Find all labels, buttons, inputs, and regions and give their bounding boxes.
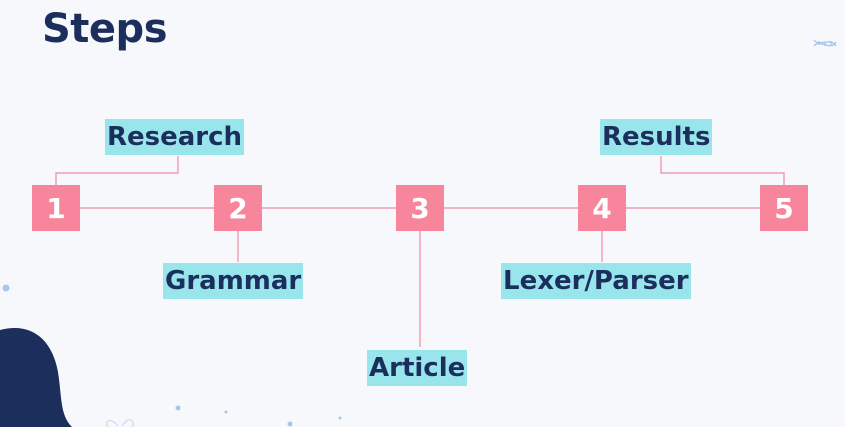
butterfly-icon: [106, 419, 134, 427]
corner-blob: [0, 327, 72, 427]
decor-dot: [287, 421, 293, 427]
step-box-2: 2: [214, 185, 262, 231]
connector-research: [55, 156, 179, 185]
step-box-3: 3: [396, 185, 444, 231]
connector-results: [660, 156, 785, 185]
step-label-research: Research: [105, 119, 245, 155]
step-label-article: Article: [367, 350, 468, 386]
dna-icon: [813, 39, 837, 47]
step-box-5: 5: [760, 185, 808, 231]
decor-dot: [224, 410, 228, 414]
decor-dot: [338, 416, 342, 420]
step-label-grammar: Grammar: [163, 263, 304, 299]
step-box-1: 1: [32, 185, 80, 231]
decor-dot: [2, 284, 10, 292]
step-box-4: 4: [578, 185, 626, 231]
step-label-lexer-parser: Lexer/Parser: [501, 263, 691, 299]
decor-dot: [175, 405, 181, 411]
step-label-results: Results: [600, 119, 713, 155]
page-title: Steps: [42, 6, 168, 52]
